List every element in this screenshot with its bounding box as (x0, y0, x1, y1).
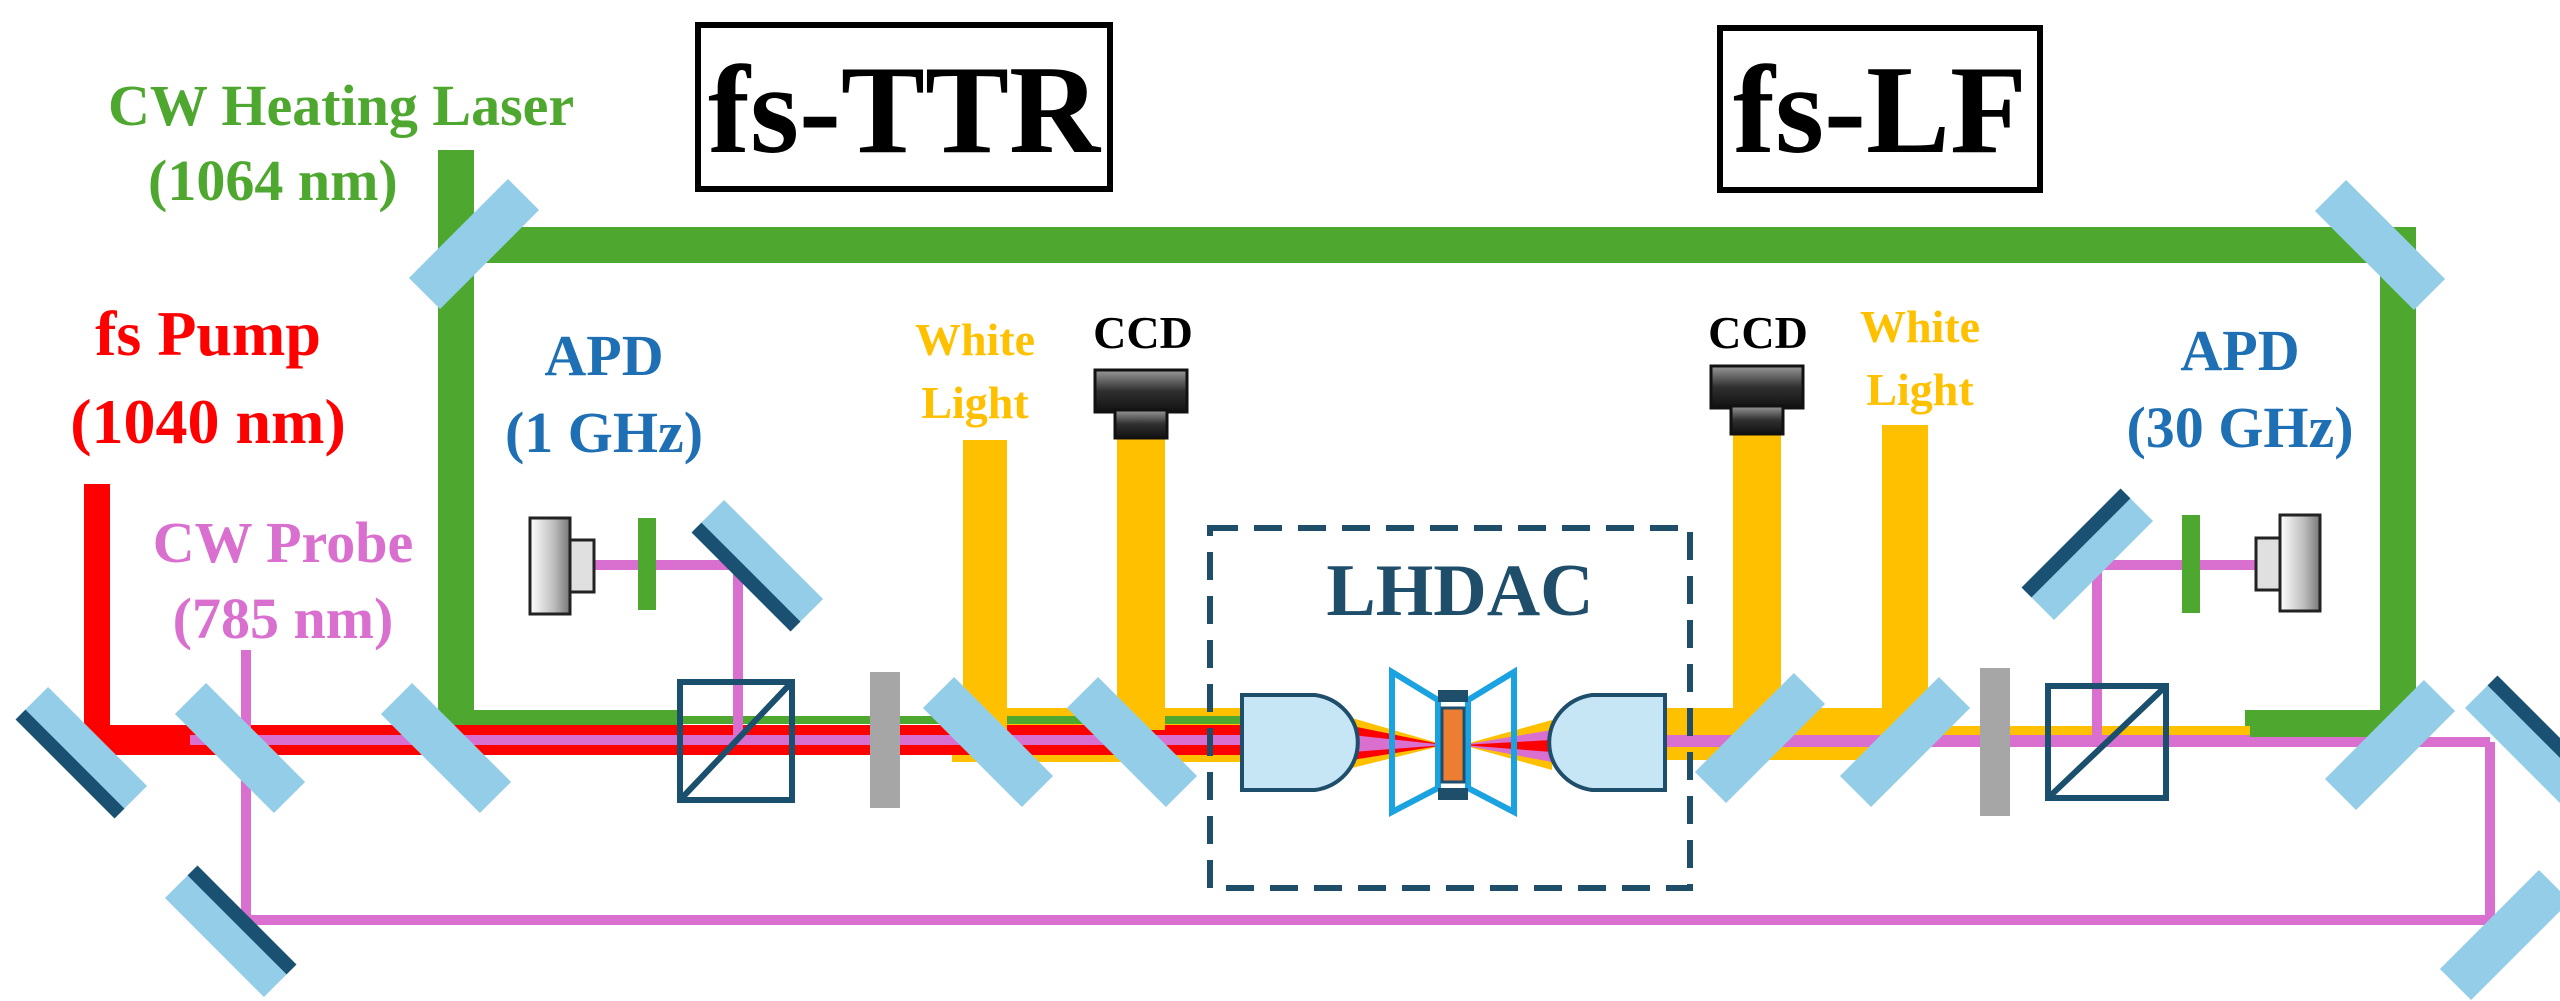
apd-left-bandwidth: (1 GHz) (505, 400, 703, 465)
mirrors (15, 178, 2560, 1001)
heating-laser-beam (438, 150, 2416, 746)
lhdac-box (1207, 525, 1693, 891)
apd-left-label: APD (544, 323, 663, 388)
mirror-pump (15, 686, 148, 819)
beam-splitter-left (677, 679, 795, 803)
title-fs-lf: fs-LF (1733, 41, 2027, 180)
ccd-right-label: CCD (1708, 307, 1808, 358)
mirror-white-light-left (922, 676, 1054, 808)
lhdac-label: LHDAC (1326, 550, 1593, 632)
apd-right-bandwidth: (30 GHz) (2126, 395, 2353, 460)
ccd-camera-left (1093, 368, 1189, 440)
white-light-beam-right (1882, 425, 1928, 730)
apd-filter-right (2182, 515, 2200, 613)
ccd-camera-right (1709, 364, 1805, 436)
apd-detector-left (528, 516, 596, 616)
beam-splitter-right (2045, 683, 2169, 801)
mirror-heating-bottom-right (2324, 679, 2456, 811)
white-light-beam-left (963, 440, 1007, 730)
title-fs-ttr: fs-TTR (708, 41, 1102, 180)
ccd-beam-right (1733, 430, 1781, 730)
mirror-probe-bottom-left (164, 865, 297, 998)
mirror-heating-top-right (2314, 179, 2446, 311)
mirror-heating-top-left (408, 178, 540, 310)
white-light-beams (963, 425, 1928, 730)
mirror-probe-bottom-right (2439, 869, 2560, 1001)
mirror-apd-left (691, 499, 824, 632)
mirror-probe-combiner (174, 682, 306, 814)
white-light-left-label-2: Light (921, 377, 1029, 428)
objective-lens-right (1547, 693, 1667, 792)
heating-laser-wavelength: (1064 nm) (148, 148, 398, 213)
diamond-anvil-cell (1240, 666, 1667, 817)
white-light-left-label: White (915, 314, 1035, 365)
mirror-white-light-right (1839, 676, 1971, 808)
mirror-probe-right (2464, 675, 2560, 808)
apd-right-label: APD (2180, 318, 2299, 383)
mirror-heating-combiner-left (380, 682, 512, 814)
title-box-left (695, 22, 1113, 192)
filter-right (1980, 668, 2010, 816)
ccd-beam-left (1117, 430, 1165, 730)
filter-left (870, 672, 900, 808)
white-light-right-label: White (1860, 301, 1980, 352)
heating-laser-label: CW Heating Laser (108, 73, 574, 138)
pump-label: fs Pump (95, 298, 321, 369)
mirror-ccd-left (1066, 676, 1198, 808)
mirror-ccd-right (1694, 672, 1826, 804)
probe-label: CW Probe (153, 510, 413, 575)
white-light-right-label-2: Light (1866, 364, 1974, 415)
apd-filter-left (638, 518, 656, 610)
mirror-apd-right (2021, 488, 2154, 621)
ccd-left-label: CCD (1093, 307, 1193, 358)
title-box-right (1717, 25, 2043, 193)
probe-wavelength: (785 nm) (173, 586, 394, 651)
apd-detector-right (2254, 513, 2322, 613)
pump-wavelength: (1040 nm) (70, 386, 346, 457)
objective-lens-left (1240, 693, 1360, 792)
